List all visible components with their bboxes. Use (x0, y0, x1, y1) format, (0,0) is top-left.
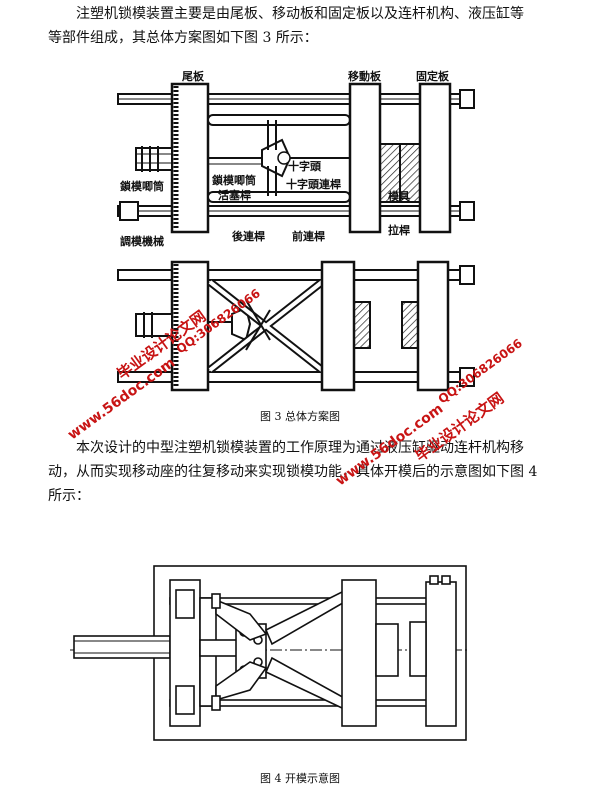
label-mold: 模具 (388, 189, 410, 203)
label-rear-link: 後連桿 (232, 229, 265, 243)
label-cross-head: 十字頭 (288, 159, 322, 173)
label-adjust-mechanism: 調模機械 (120, 234, 164, 248)
label-fixed-plate: 固定板 (416, 69, 450, 83)
label-lock-cylinder-left: 鎖模唧筒 (120, 179, 164, 193)
body-line-2: 动，从而实现移动座的往复移动来实现锁模功能，具体开模后的示意图如下图 4 (48, 464, 538, 480)
figure-4-caption: 图 4 开模示意图 (260, 772, 340, 785)
label-cross-rod: 十字頭連桿 (286, 177, 341, 191)
label-tie-bar: 拉桿 (388, 223, 410, 237)
watermark-group: www.56doc.com 毕业设计论文网 QQ:306826066 www.5… (65, 286, 525, 489)
label-piston-rod: 活塞桿 (218, 188, 251, 202)
figure-3-top-diagram (117, 82, 475, 234)
intro-line-2: 等部件组成，其总体方案图如下图 3 所示： (48, 30, 318, 46)
figure-3-labels: 尾板 移動板 固定板 十字頭 鎖模唧筒 十字頭連桿 活塞桿 鎖模唧筒 模具 調模… (120, 69, 450, 248)
body-line-3: 所示： (48, 488, 90, 504)
label-moving-plate: 移動板 (348, 69, 382, 83)
intro-line-1: 注塑机锁模装置主要是由尾板、移动板和固定板以及连杆机构、液压缸等 (76, 6, 524, 22)
label-front-link: 前連桿 (292, 229, 325, 243)
label-lock-cylinder: 鎖模唧筒 (212, 173, 256, 187)
figure-3-bottom-diagram (117, 260, 475, 392)
label-tail-plate: 尾板 (181, 69, 205, 83)
figure-4-diagram (70, 565, 470, 741)
body-line-1: 本次设计的中型注塑机锁模装置的工作原理为通过液压缸驱动连杆机构移 (76, 440, 524, 456)
figure-3-caption: 图 3 总体方案图 (260, 410, 340, 423)
